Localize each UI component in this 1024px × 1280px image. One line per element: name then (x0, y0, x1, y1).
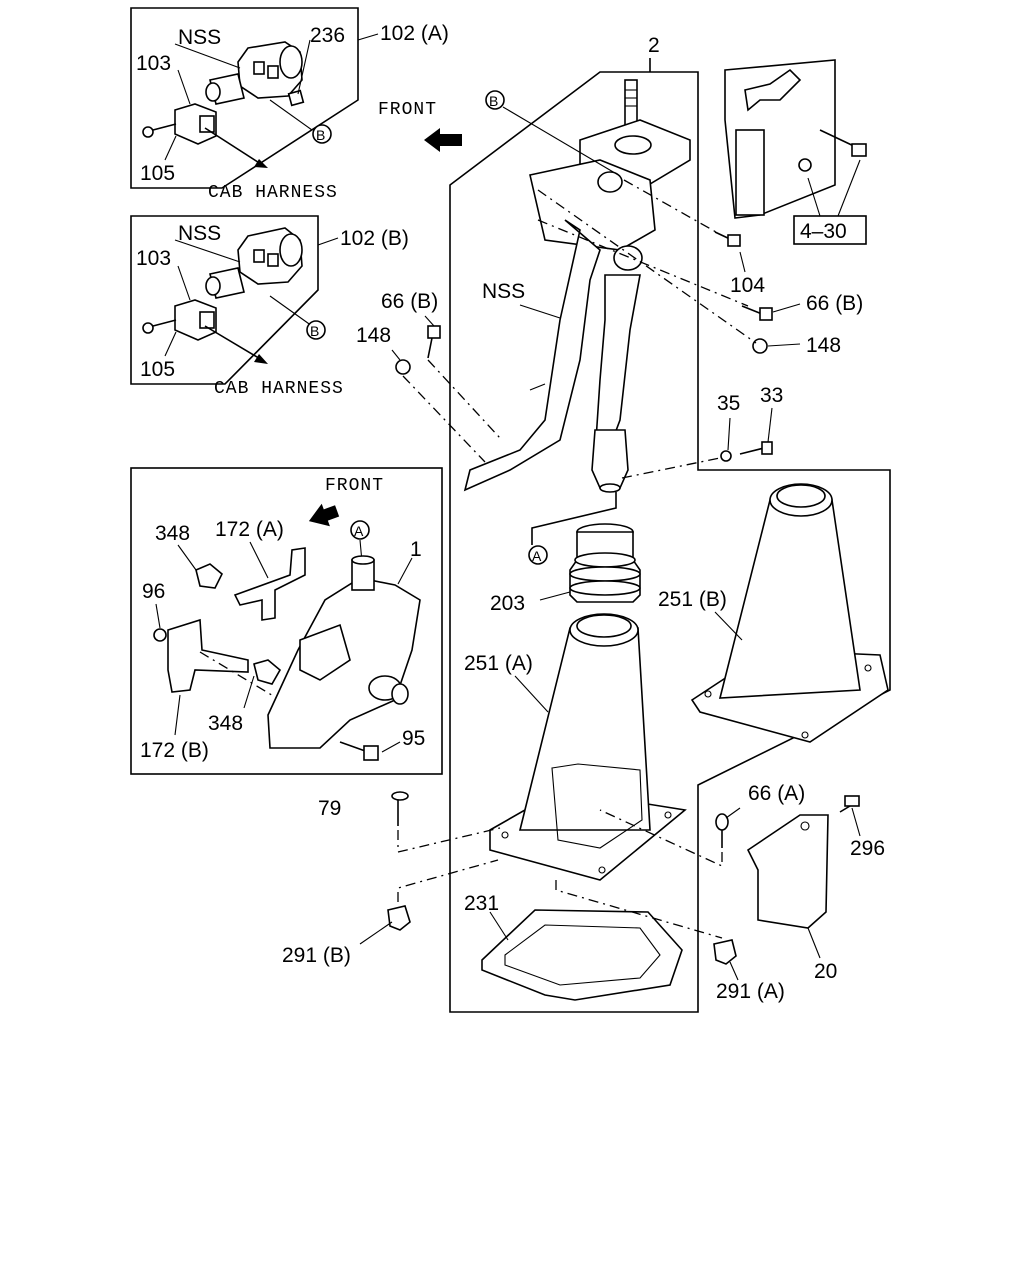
callout-a-circle-main (528, 545, 548, 565)
callout-b-main: B (489, 93, 498, 109)
label-66a: 66 (A) (748, 782, 805, 805)
label-203: 203 (490, 592, 525, 615)
label-front-inset: FRONT (325, 476, 384, 496)
label-291b: 291 (B) (282, 944, 351, 967)
front-arrow-icon (424, 128, 462, 152)
inset-102b (130, 215, 339, 385)
label-251b: 251 (B) (658, 588, 727, 611)
label-2: 2 (648, 34, 660, 57)
label-front-top: FRONT (378, 100, 437, 120)
bolt-33 (739, 441, 773, 455)
callout-b-b: B (310, 323, 319, 339)
bolt-66b-left (427, 325, 441, 359)
label-cab-harness-b: CAB HARNESS (214, 379, 344, 399)
label-96: 96 (142, 580, 165, 603)
label-20: 20 (814, 960, 837, 983)
connector-102a (205, 41, 303, 105)
label-nss-main: NSS (482, 280, 525, 303)
inset-102a (130, 7, 379, 189)
nut-148-left (395, 359, 411, 375)
fitting-296 (839, 795, 860, 813)
ref-4-30-box (793, 215, 867, 245)
front-arrow-inset-icon (308, 503, 340, 527)
boot-251b (690, 483, 889, 743)
callout-a-circle-inset (350, 520, 370, 540)
label-66b-left: 66 (B) (381, 290, 438, 313)
label-33: 33 (760, 384, 783, 407)
label-79: 79 (318, 797, 341, 820)
gasket-231 (481, 909, 683, 1001)
label-291a: 291 (A) (716, 980, 785, 1003)
callout-a-inset: A (354, 523, 364, 539)
label-105-b: 105 (140, 358, 175, 381)
part-103-sensor-b (174, 299, 217, 341)
callout-b-circle-b (306, 320, 326, 340)
callout-b-circle-main (485, 90, 505, 110)
label-102a: 102 (A) (380, 22, 449, 45)
label-4-30: 4–30 (800, 220, 847, 243)
label-nss-a: NSS (178, 26, 221, 49)
label-103-b: 103 (136, 247, 171, 270)
screw-105-a (142, 123, 177, 138)
screw-79 (391, 791, 409, 826)
label-66b-right: 66 (B) (806, 292, 863, 315)
label-172a: 172 (A) (215, 518, 284, 541)
screw-66a (715, 813, 729, 848)
inset-transmission (130, 467, 443, 775)
clip-291b (387, 905, 411, 931)
label-148-right: 148 (806, 334, 841, 357)
label-cab-harness-a: CAB HARNESS (208, 183, 338, 203)
label-104: 104 (730, 274, 765, 297)
nut-148-right (752, 338, 768, 354)
label-296: 296 (850, 837, 885, 860)
label-1: 1 (410, 538, 422, 561)
label-251a: 251 (A) (464, 652, 533, 675)
label-105-a: 105 (140, 162, 175, 185)
bolt-66b-right (741, 305, 773, 321)
part-103-sensor (174, 103, 217, 145)
bolt-104 (714, 231, 741, 247)
screw-105-b (142, 319, 177, 334)
bellows-203 (569, 523, 641, 603)
bracket-4-30 (724, 59, 867, 245)
part-236-clip (287, 89, 305, 107)
cover-20 (746, 814, 829, 929)
shift-lever-assembly (463, 79, 691, 493)
bolt-4-30 (819, 129, 867, 157)
main-frame (449, 58, 891, 1013)
label-102b: 102 (B) (340, 227, 409, 250)
arrow-icon (254, 159, 268, 168)
label-95: 95 (402, 727, 425, 750)
label-35: 35 (717, 392, 740, 415)
bolt-95 (339, 741, 379, 761)
label-148-left: 148 (356, 324, 391, 347)
washer-35 (720, 450, 732, 462)
callout-b-a: B (316, 127, 325, 143)
callout-b-circle-a (312, 124, 332, 144)
boot-251a (489, 613, 687, 881)
label-236: 236 (310, 24, 345, 47)
connector-102b (205, 227, 303, 299)
clip-291a (713, 939, 737, 965)
arrow-icon (254, 354, 268, 364)
callout-a-main: A (532, 548, 542, 564)
label-231: 231 (464, 892, 499, 915)
label-172b: 172 (B) (140, 739, 209, 762)
label-348-top: 348 (155, 522, 190, 545)
label-348-bot: 348 (208, 712, 243, 735)
label-nss-b: NSS (178, 222, 221, 245)
label-103-a: 103 (136, 52, 171, 75)
